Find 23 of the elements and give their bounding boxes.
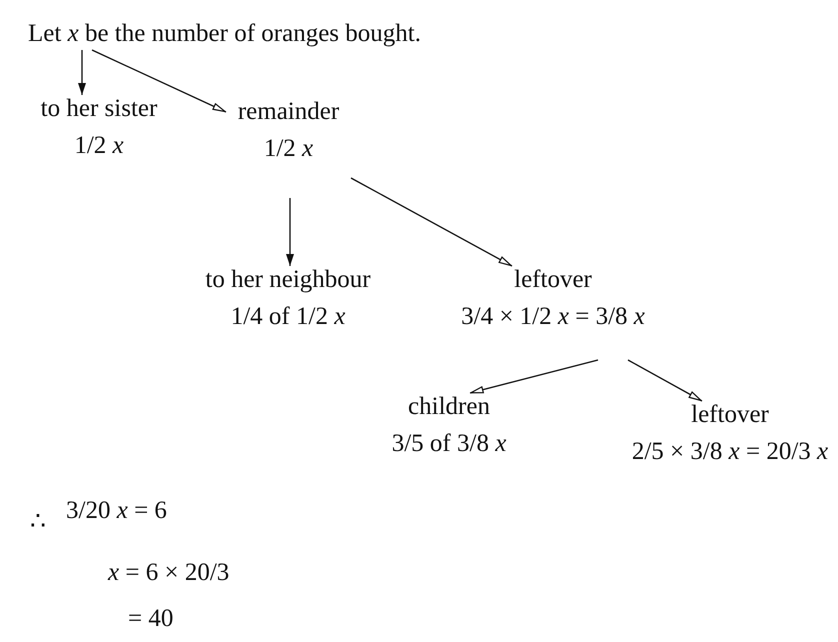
therefore-sign: ∴ [30, 507, 46, 537]
step-label: to her neighbour [205, 266, 371, 294]
expression: 1/2 x [74, 131, 124, 161]
equation-line: = 40 [128, 604, 174, 634]
expression: 2/5 × 3/8 x = 20/3 x [632, 437, 828, 467]
arrow [350, 177, 512, 267]
expression: 1/2 x [264, 134, 314, 164]
step-label: to her sister [40, 95, 158, 123]
equation-line: 3/20 x = 6 [66, 496, 167, 526]
step-label: leftover [691, 401, 769, 429]
arrow [92, 49, 226, 113]
arrow [78, 50, 86, 95]
expression: 3/4 × 1/2 x = 3/8 x [461, 302, 645, 332]
step-label: remainder [238, 98, 340, 126]
arrow [286, 198, 294, 266]
step-label: leftover [514, 266, 592, 294]
statement-text: Let x be the number of oranges bought. [28, 20, 498, 50]
arrow [470, 359, 598, 394]
expression: 3/5 of 3/8 x [392, 429, 506, 459]
arrow [628, 359, 702, 402]
expression: 1/4 of 1/2 x [230, 302, 346, 332]
step-label: children [408, 393, 490, 421]
equation-line: x = 6 × 20/3 [108, 558, 230, 588]
